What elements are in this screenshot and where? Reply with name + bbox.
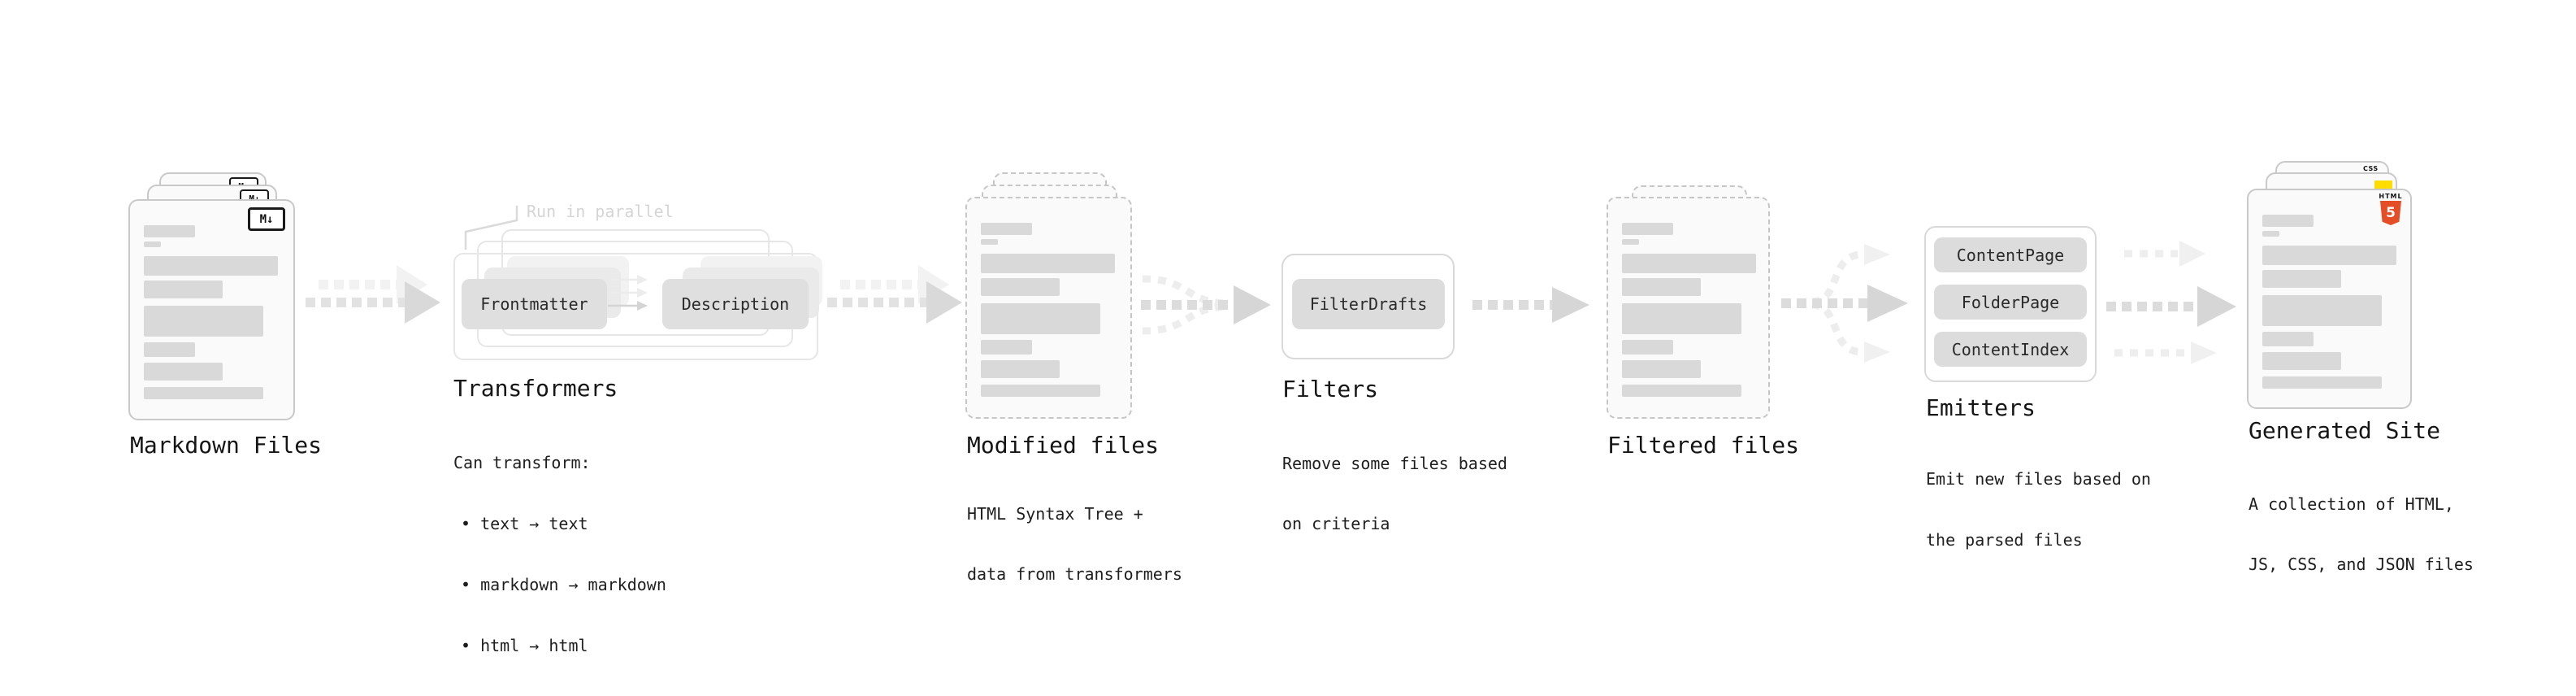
sub-line: on criteria	[1282, 514, 1390, 533]
doc-text-bar	[144, 342, 195, 357]
sub-line: HTML Syntax Tree +	[967, 504, 1143, 524]
doc-text-bar	[1622, 385, 1741, 397]
transformer-frontmatter-pill: Frontmatter	[462, 279, 607, 329]
doc-text-bar	[1622, 340, 1673, 355]
doc-text-bar	[2262, 246, 2396, 265]
emitter-contentpage-pill: ContentPage	[1934, 237, 2087, 272]
sub-line: Remove some files based	[1282, 454, 1507, 473]
html5-icon: HTML 5	[2379, 193, 2402, 225]
doc-text-bar	[981, 303, 1100, 334]
doc-text-bar	[1622, 303, 1741, 334]
doc-text-bar	[981, 340, 1032, 355]
stage-label-markdown-files: Markdown Files	[130, 432, 323, 459]
sub-line: Can transform:	[453, 453, 591, 472]
flow-arrow-icon	[306, 265, 440, 324]
sub-line: • markdown → markdown	[461, 575, 666, 594]
doc-text-bar	[144, 241, 161, 247]
stage-label-generated-site: Generated Site	[2249, 417, 2441, 444]
callout-leader-line	[464, 206, 518, 250]
doc-text-bar	[144, 281, 223, 298]
emitter-contentindex-pill: ContentIndex	[1934, 332, 2087, 367]
sub-line: Emit new files based on	[1926, 469, 2151, 489]
merge-arrow-icon	[1141, 275, 1271, 335]
doc-text-bar	[144, 256, 278, 276]
triple-arrow-icon	[2106, 241, 2236, 364]
sub-line: A collection of HTML,	[2249, 494, 2454, 514]
modified-description: HTML Syntax Tree + data from transformer…	[967, 464, 1182, 624]
doc-text-bar	[2262, 270, 2341, 288]
run-in-parallel-note: Run in parallel	[527, 202, 674, 221]
stage-label-transformers: Transformers	[453, 375, 618, 402]
doc-text-bar	[2262, 215, 2314, 227]
doc-text-bar	[2262, 231, 2279, 237]
doc-text-bar	[1622, 360, 1701, 378]
filtered-doc-front	[1607, 197, 1770, 419]
doc-text-bar	[1622, 239, 1639, 245]
doc-text-bar	[2262, 376, 2382, 389]
stage-label-filters: Filters	[1282, 376, 1379, 402]
markdown-icon: M↓	[248, 207, 285, 231]
markdown-doc-front: M↓	[128, 199, 295, 420]
html5-word: HTML	[2379, 193, 2403, 200]
emitter-folderpage-pill: FolderPage	[1934, 285, 2087, 320]
pill-arrows-icon	[608, 275, 648, 311]
stage-label-emitters: Emitters	[1926, 394, 2036, 421]
css-word: CSS	[2363, 165, 2379, 172]
doc-text-bar	[2262, 352, 2341, 370]
transformers-description: Can transform: • text → text • markdown …	[453, 413, 666, 696]
generated-doc-front: HTML 5	[2247, 189, 2412, 409]
sub-line: JS, CSS, and JSON files	[2249, 555, 2474, 574]
sub-line: • html → html	[461, 636, 588, 655]
emitters-description: Emit new files based on the parsed files	[1926, 429, 2151, 590]
doc-text-bar	[1622, 278, 1701, 296]
stage-label-filtered-files: Filtered files	[1607, 432, 1800, 459]
filters-description: Remove some files based on criteria	[1282, 414, 1507, 573]
doc-text-bar	[981, 223, 1032, 235]
doc-text-bar	[144, 225, 195, 237]
stage-label-modified-files: Modified files	[967, 432, 1160, 459]
doc-text-bar	[2262, 332, 2314, 346]
js-icon	[2374, 181, 2392, 190]
sub-line: data from transformers	[967, 564, 1182, 584]
flow-arrow-icon	[1472, 287, 1589, 323]
split-arrow-icon	[1781, 244, 1908, 363]
doc-text-bar	[2262, 295, 2382, 326]
transformer-description-pill: Description	[662, 279, 809, 329]
doc-text-bar	[144, 363, 223, 381]
doc-text-bar	[981, 254, 1115, 273]
pipeline-diagram: M↓ M↓ M↓ Markdown Files Run in parallel …	[128, 161, 2474, 655]
filter-drafts-pill: FilterDrafts	[1292, 279, 1445, 329]
doc-text-bar	[981, 239, 998, 245]
doc-text-bar	[981, 385, 1100, 397]
doc-text-bar	[981, 278, 1060, 296]
doc-text-bar	[1622, 254, 1756, 273]
doc-text-bar	[981, 360, 1060, 378]
sub-line: the parsed files	[1926, 530, 2083, 550]
doc-text-bar	[144, 387, 263, 399]
doc-text-bar	[1622, 223, 1673, 235]
modified-doc-front	[965, 197, 1132, 419]
flow-arrow-icon	[827, 265, 962, 324]
generated-description: A collection of HTML, JS, CSS, and JSON …	[2249, 455, 2474, 614]
doc-text-bar	[144, 306, 263, 337]
sub-line: • text → text	[461, 514, 588, 533]
html5-shield: 5	[2380, 201, 2401, 225]
